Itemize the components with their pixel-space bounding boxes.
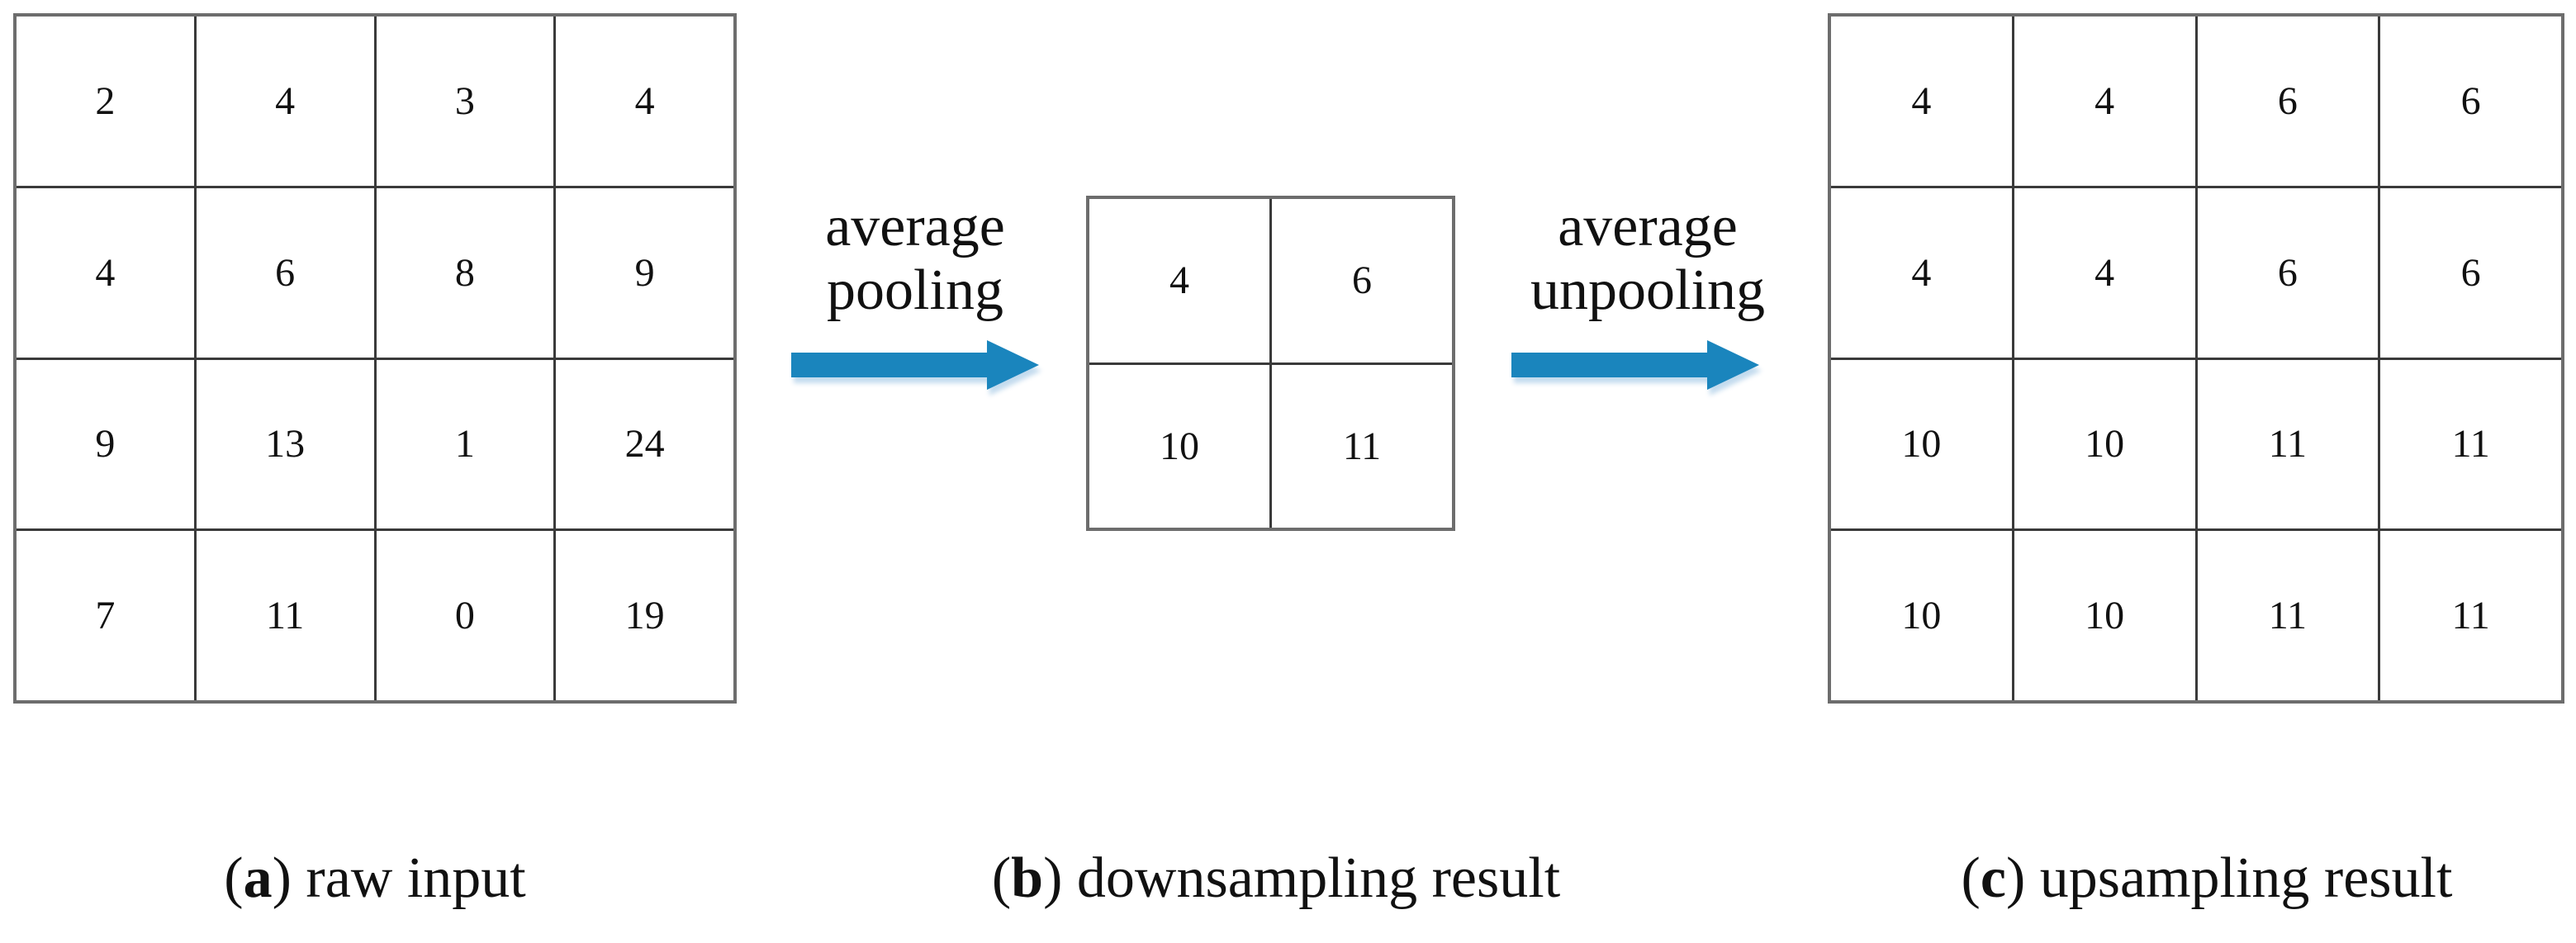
grid-cell: 4 — [556, 17, 733, 186]
grid-cell: 10 — [1831, 359, 2012, 529]
caption-text: raw input — [306, 846, 526, 910]
grid-cell: 11 — [2380, 531, 2561, 700]
caption-paren: ) — [1043, 846, 1077, 910]
grid-cell: 6 — [1272, 199, 1452, 363]
caption-letter: a — [243, 846, 273, 910]
grid-cell: 2 — [17, 17, 194, 186]
grid-cell: 6 — [2197, 17, 2379, 186]
grid-cell: 1 — [376, 359, 554, 529]
caption-paren: ( — [991, 846, 1012, 910]
grid-cell: 10 — [2014, 359, 2195, 529]
grid-cell: 11 — [1272, 364, 1452, 528]
average-unpooling-label: average unpooling — [1511, 195, 1784, 322]
grid-cell: 6 — [196, 187, 374, 358]
average-unpooling-label-line2: unpooling — [1530, 258, 1765, 322]
grid-cell: 6 — [2380, 187, 2561, 358]
caption-paren: ) — [272, 846, 306, 910]
right-arrow-icon — [791, 340, 1039, 390]
grid-cell: 11 — [2197, 359, 2379, 529]
grid-cell: 24 — [556, 359, 733, 529]
right-arrow-icon — [1511, 340, 1759, 390]
caption-raw-input: (a) raw input — [224, 846, 525, 910]
average-pooling-label-line2: pooling — [827, 258, 1003, 322]
grid-cell: 11 — [2197, 531, 2379, 700]
average-pooling-label: average pooling — [791, 195, 1039, 322]
caption-paren: ( — [1961, 846, 1981, 910]
grid-cell: 6 — [2380, 17, 2561, 186]
caption-paren: ( — [224, 846, 244, 910]
grid-cell: 7 — [17, 531, 194, 700]
caption-letter: c — [1980, 846, 2006, 910]
grid-cell: 4 — [2014, 187, 2195, 358]
grid-cell: 4 — [1831, 17, 2012, 186]
caption-upsampling-result: (c) upsampling result — [1962, 846, 2453, 910]
caption-text: downsampling result — [1076, 846, 1561, 910]
grid-cell: 4 — [1089, 199, 1269, 363]
grid-cell: 11 — [2380, 359, 2561, 529]
caption-letter: b — [1011, 846, 1044, 910]
grid-cell: 8 — [376, 187, 554, 358]
grid-cell: 13 — [196, 359, 374, 529]
grid-cell: 9 — [17, 359, 194, 529]
average-pooling-label-line1: average — [825, 195, 1005, 258]
grid-cell: 11 — [196, 531, 374, 700]
grid-cell: 4 — [2014, 17, 2195, 186]
grid-cell: 10 — [1089, 364, 1269, 528]
grid-cell: 4 — [196, 17, 374, 186]
caption-text: upsampling result — [2039, 846, 2453, 910]
grid-cell: 6 — [2197, 187, 2379, 358]
caption-paren: ) — [2005, 846, 2040, 910]
grid-cell: 0 — [376, 531, 554, 700]
grid-cell: 3 — [376, 17, 554, 186]
grid-cell: 4 — [17, 187, 194, 358]
grid-cell: 9 — [556, 187, 733, 358]
grid-cell: 19 — [556, 531, 733, 700]
grid-cell: 4 — [1831, 187, 2012, 358]
grid-cell: 10 — [1831, 531, 2012, 700]
grid-cell: 10 — [2014, 531, 2195, 700]
average-unpooling-label-line1: average — [1558, 195, 1738, 258]
caption-downsampling-result: (b) downsampling result — [992, 846, 1560, 910]
